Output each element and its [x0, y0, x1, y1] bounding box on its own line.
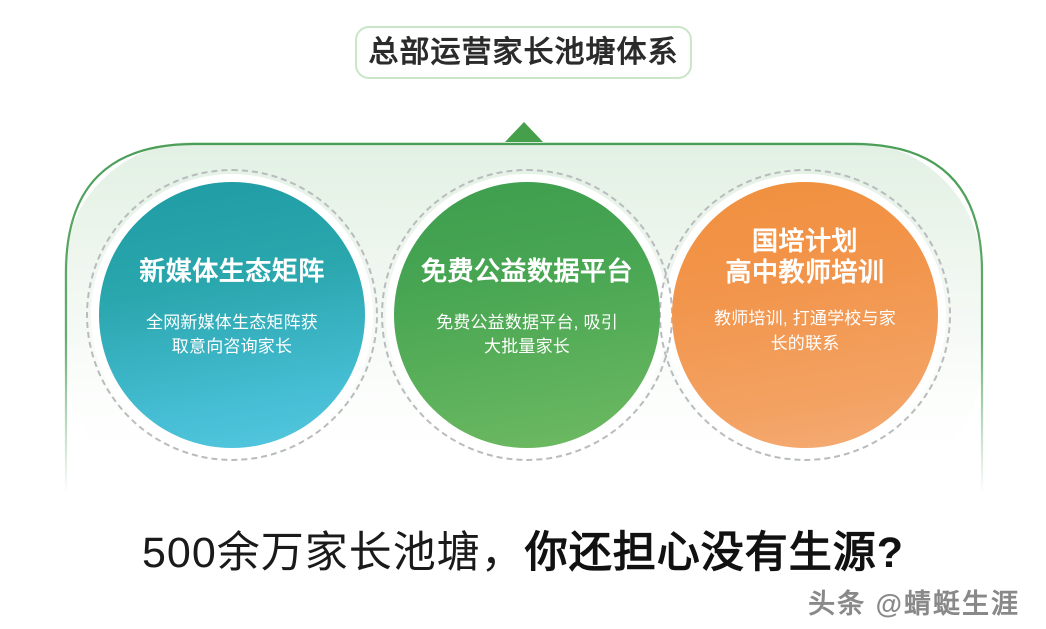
- dashed-ring: [659, 169, 951, 461]
- triangle-up-icon: [504, 122, 544, 143]
- watermark: 头条 @蜻蜓生涯: [808, 589, 1020, 619]
- bubble-title: 新媒体生态矩阵: [139, 256, 325, 286]
- bubble-title: 国培计划 高中教师培训: [725, 226, 885, 287]
- dashed-ring: [86, 169, 378, 461]
- bubble-teacher-training[interactable]: 国培计划 高中教师培训 教师培训, 打通学校与家 长的联系: [672, 182, 938, 448]
- footer-headline-bold: 你还担心没有生源?: [524, 529, 905, 577]
- bubble-description: 教师培训, 打通学校与家 长的联系: [714, 309, 896, 353]
- page-title-pill: 总部运营家长池塘体系: [355, 26, 692, 79]
- bubble-new-media-matrix[interactable]: 新媒体生态矩阵 全网新媒体生态矩阵获 取意向咨询家长: [99, 182, 365, 448]
- bubble-title: 免费公益数据平台: [420, 256, 633, 286]
- page-title: 总部运营家长池塘体系: [368, 35, 679, 69]
- bubble-free-data-platform[interactable]: 免费公益数据平台 免费公益数据平台, 吸引 大批量家长: [394, 182, 660, 448]
- bubble-description: 全网新媒体生态矩阵获 取意向咨询家长: [146, 312, 318, 357]
- footer-headline: 500余万家长池塘，你还担心没有生源?: [0, 518, 1046, 580]
- footer-headline-normal: 500余万家长池塘，: [141, 529, 525, 577]
- bubble-description: 免费公益数据平台, 吸引 大批量家长: [436, 312, 618, 357]
